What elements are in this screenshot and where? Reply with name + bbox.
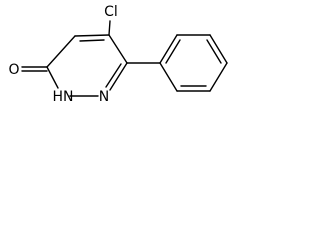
molecule-diagram: Cl O N HN (8, 4, 228, 105)
bond-c3-c4 (46, 35, 76, 68)
atom-label-nh-group: HN (53, 89, 74, 105)
atom-label-ring-nitrogen: N (99, 89, 109, 105)
bond-c4-c5 (74, 34, 110, 37)
bond-ph4-ph5 (209, 62, 228, 92)
atom-label-oxygen: O (8, 62, 19, 78)
bond-ph1-ph2 (159, 34, 178, 64)
bond-c4-c5-inner (79, 39, 105, 42)
atom-label-chlorine: Cl (104, 4, 118, 20)
bond-ph1-ph2-inner (165, 39, 181, 64)
bond-c5-c6 (108, 34, 128, 64)
bond-ph3-ph4 (209, 34, 228, 64)
structure-canvas: Cl O N HN (0, 0, 251, 120)
bond-c6-n1 (109, 62, 128, 91)
bond-ph3-ph4-inner (206, 39, 222, 64)
bond-c5-cl (108, 20, 111, 36)
bond-c6-n1-inner (105, 63, 122, 88)
bond-n2-c3 (46, 66, 59, 89)
bond-ph6-ph1 (159, 62, 178, 92)
